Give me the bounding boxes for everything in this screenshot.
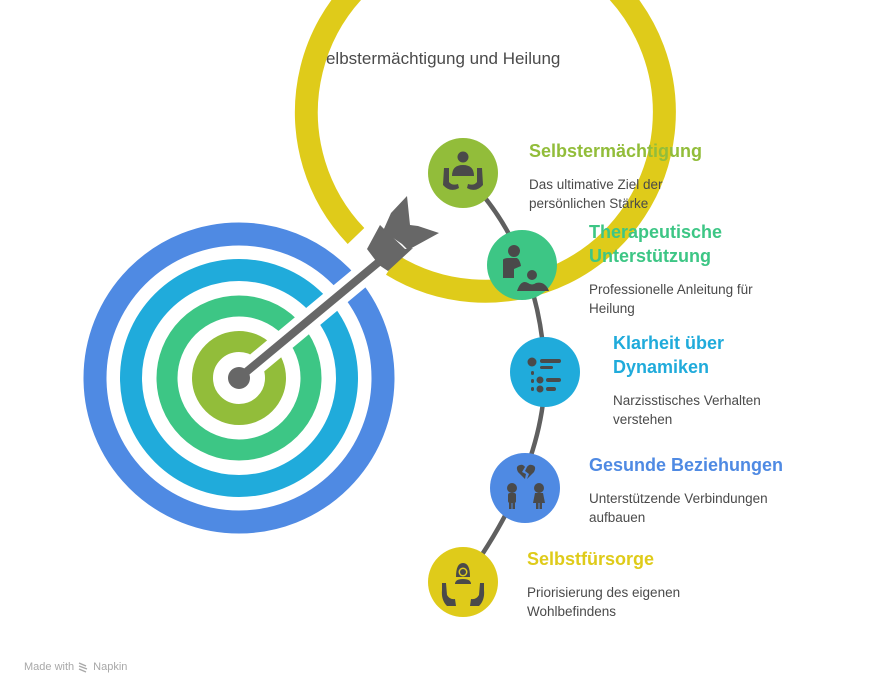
ring-2: [83, 222, 395, 534]
item-selbstfuersorge: Selbstfürsorge Priorisierung des eigenen…: [527, 547, 707, 621]
item-description: Priorisierung des eigenen Wohlbefindens: [527, 585, 681, 619]
broken-heart-couple-icon: [507, 464, 545, 509]
arrow-fletching-lower: [367, 225, 413, 271]
ring-outer: [294, 0, 676, 303]
item-circle-3: [510, 337, 580, 407]
item-heading: Klarheit über Dynamiken: [613, 333, 725, 377]
ring-center: [192, 331, 286, 425]
ring-4: [156, 295, 322, 461]
item-description: Das ultimative Ziel der persönlichen Stä…: [529, 177, 663, 211]
item-heading: Selbstfürsorge: [527, 549, 655, 569]
item-klarheit-ueber-dynamiken: Klarheit über Dynamiken Narzisstisches V…: [613, 331, 793, 429]
item-gesunde-beziehungen: Gesunde Beziehungen Unterstützende Verbi…: [589, 453, 799, 527]
list-hierarchy-icon: [527, 357, 561, 393]
therapist-patient-icon: [503, 245, 549, 291]
arrow: [228, 196, 439, 389]
item-therapeutische-unterstuetzung: Therapeutische Unterstützung Professione…: [589, 220, 789, 318]
self-care-hands-icon: [441, 563, 485, 606]
napkin-logo-icon: [78, 661, 88, 673]
brand-label: Napkin: [93, 661, 128, 673]
item-heading: Gesunde Beziehungen: [589, 455, 784, 475]
item-description: Narzisstisches Verhalten verstehen: [613, 393, 761, 427]
arrow-tip: [228, 367, 250, 389]
item-circle-4: [490, 453, 560, 523]
arrow-fletching-upper: [383, 196, 439, 250]
ring-3: [120, 259, 358, 497]
made-with-label: Made with: [24, 661, 75, 673]
item-description: Professionelle Anleitung für Heilung: [589, 282, 753, 316]
item-selbstermaechtigung: Selbstermächtigung Das ultimative Ziel d…: [529, 139, 709, 213]
arrow-shaft: [236, 247, 395, 382]
item-heading: Selbstermächtigung: [529, 141, 703, 161]
item-circle-2: [487, 230, 557, 300]
item-heading: Therapeutische Unterstützung: [589, 222, 723, 266]
item-circle-1: [428, 138, 498, 208]
footer-watermark: Made with Napkin: [24, 661, 127, 673]
care-person-hands-icon: [443, 151, 483, 190]
diagram-title: Selbstermächtigung und Heilung: [314, 49, 561, 68]
item-circle-5: [428, 547, 498, 617]
item-description: Unterstützende Verbindungen aufbauen: [589, 491, 768, 525]
